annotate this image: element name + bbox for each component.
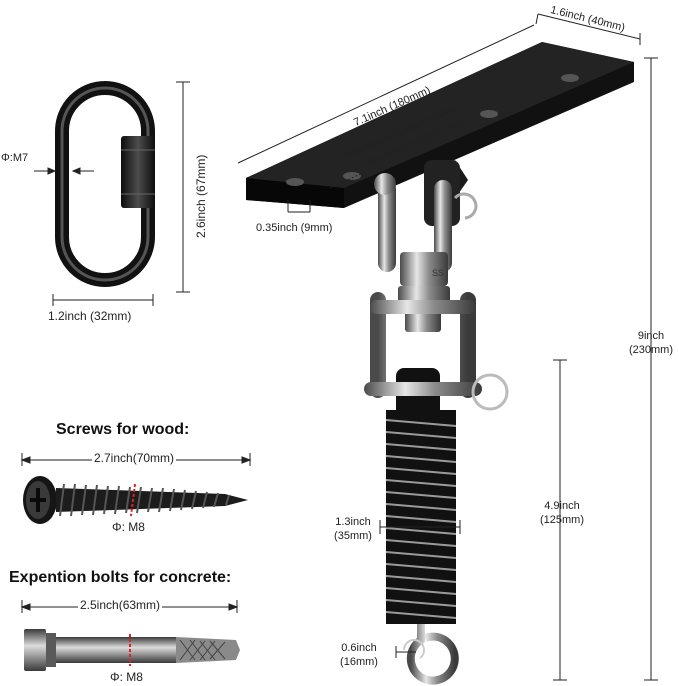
expansion-bolts-heading: Expention bolts for concrete: <box>9 569 232 586</box>
hanger-dimension-lines <box>379 57 658 681</box>
mount-hole <box>343 172 361 180</box>
quick-link-height-dimension <box>176 81 190 293</box>
plate-hole-size-label: 0.35inch (9mm) <box>256 222 333 234</box>
wood-screws-heading: Screws for wood: <box>56 421 190 438</box>
hook-size-mm-label: (16mm) <box>340 656 378 668</box>
expansion-bolt-diameter-label: Φ: M8 <box>110 670 143 684</box>
mount-hole <box>480 110 498 118</box>
total-height-mm-label: (230mm) <box>628 344 673 356</box>
wood-screw <box>23 476 248 524</box>
plate-dimension-lines <box>237 13 641 213</box>
spring-length-mm-label: (125mm) <box>539 514 584 526</box>
spring-diameter-inch-label: 1.3inch <box>335 516 371 528</box>
quick-link-nut <box>121 136 155 208</box>
quick-link-width-label: 1.2inch (32mm) <box>48 309 132 323</box>
expansion-bolt <box>24 629 240 671</box>
total-height-inch-label: 9inch <box>637 330 665 342</box>
quick-link-diameter-arrows <box>34 167 94 175</box>
swivel-hanger: SS <box>364 160 509 685</box>
mount-hole <box>286 178 304 186</box>
spring-length-inch-label: 4.9inch <box>544 500 580 512</box>
hook-size-inch-label: 0.6inch <box>341 642 377 654</box>
svg-text:SS: SS <box>432 268 444 278</box>
expansion-bolt-length-label: 2.5inch(63mm) <box>78 598 163 612</box>
wood-screw-diameter-label: Φ: M8 <box>112 520 145 534</box>
quick-link-diameter-label: Φ:M7 <box>1 152 29 164</box>
diameter-marker <box>130 483 136 517</box>
mount-hole <box>561 74 579 82</box>
spring-diameter-mm-label: (35mm) <box>334 530 372 542</box>
quick-link-carabiner <box>55 81 155 287</box>
quick-link-width-dimension <box>52 294 154 306</box>
quick-link-height-label: 2.6inch (67mm) <box>194 154 208 238</box>
wood-screw-length-label: 2.7inch(70mm) <box>92 451 177 465</box>
